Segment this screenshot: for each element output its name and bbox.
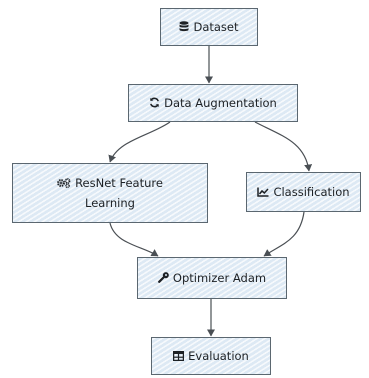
wrench-icon xyxy=(158,272,169,283)
node-dataset: Dataset xyxy=(160,8,258,46)
edge-classification-to-optimizer xyxy=(263,211,305,257)
database-icon xyxy=(179,21,189,32)
node-resnet-label-line1: ResNet Feature xyxy=(75,176,163,190)
node-data-augmentation: Data Augmentation xyxy=(128,84,298,122)
node-data-augmentation-label: Data Augmentation xyxy=(164,96,277,110)
node-optimizer-adam: Optimizer Adam xyxy=(137,257,287,299)
node-dataset-label: Dataset xyxy=(193,20,239,34)
edge-augmentation-to-classification xyxy=(254,121,313,172)
table-icon xyxy=(173,351,185,361)
node-classification-label: Classification xyxy=(273,185,350,199)
cogs-icon xyxy=(57,178,71,188)
node-resnet-label-line2: Learning xyxy=(85,196,135,210)
refresh-icon xyxy=(149,97,160,108)
edge-resnet-to-optimizer xyxy=(109,222,159,257)
node-evaluation: Evaluation xyxy=(151,337,271,375)
node-classification: Classification xyxy=(246,172,361,212)
edge-augmentation-to-resnet xyxy=(108,121,171,163)
line-chart-icon xyxy=(257,187,270,197)
node-evaluation-label: Evaluation xyxy=(188,349,249,363)
node-resnet-feature-learning: ResNet Feature Learning xyxy=(12,163,208,223)
node-optimizer-label: Optimizer Adam xyxy=(172,271,267,285)
